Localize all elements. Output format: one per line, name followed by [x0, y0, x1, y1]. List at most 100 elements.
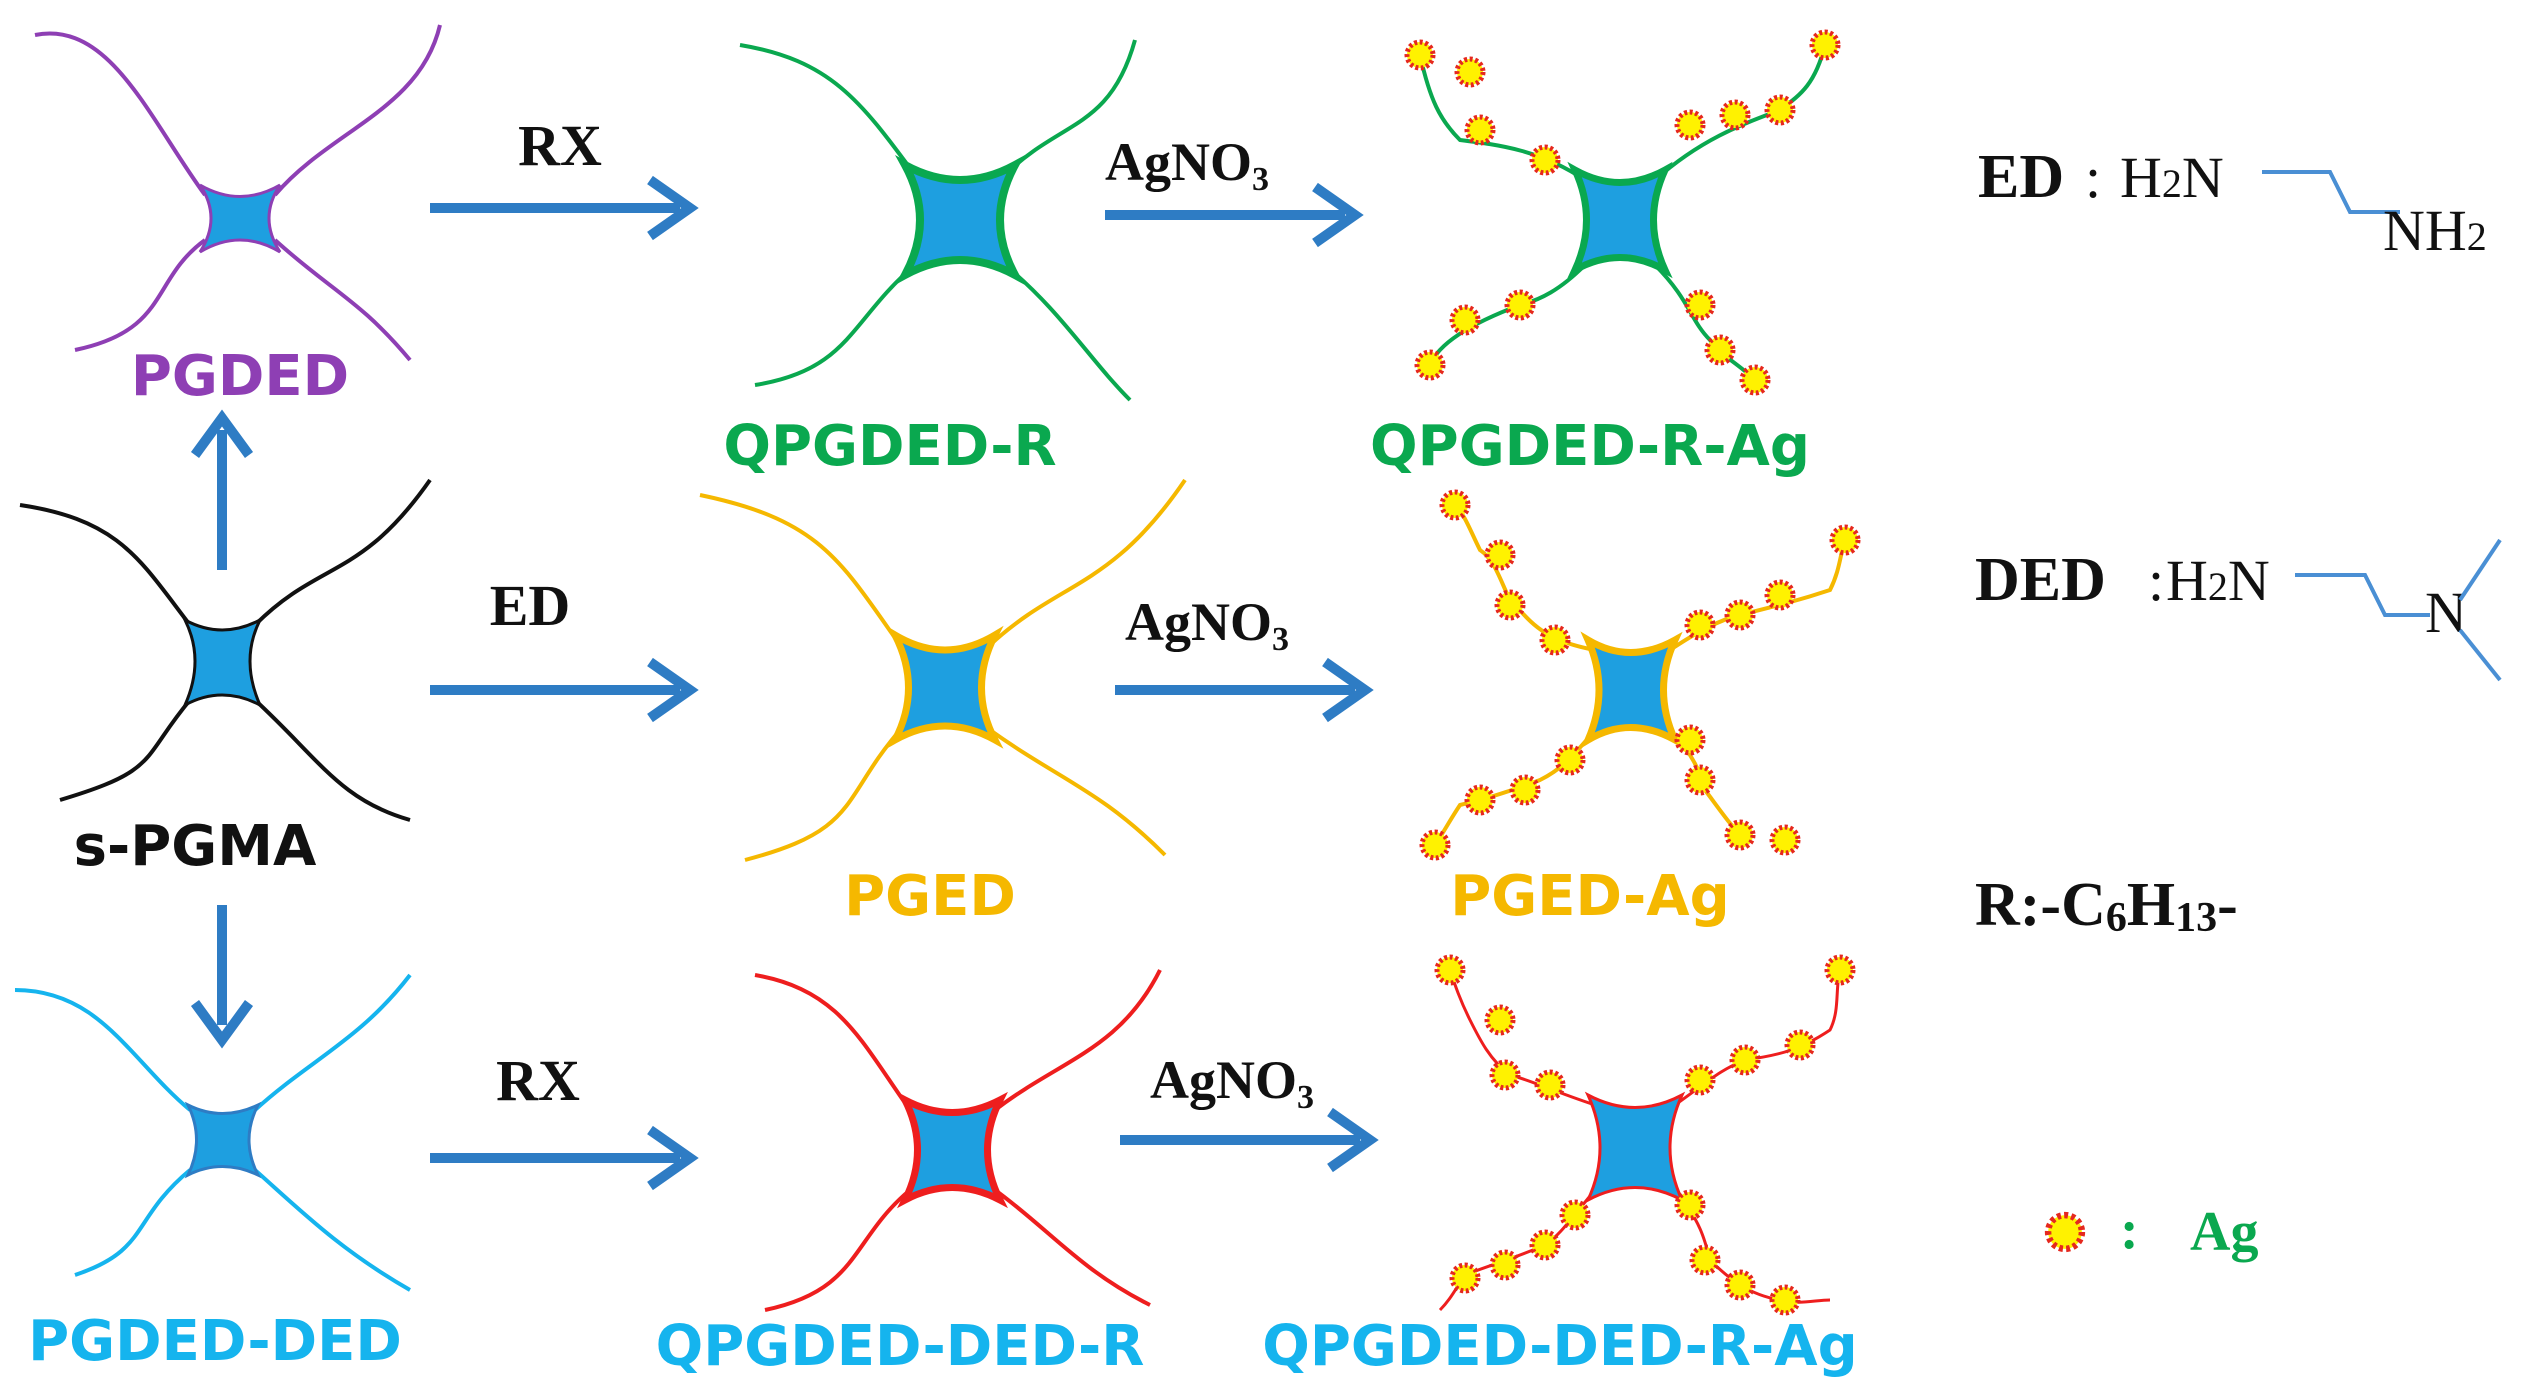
- ag-particle: [1727, 602, 1753, 628]
- qpgded-ded-r-polymer: [754, 969, 1162, 1312]
- ag-particle: [1467, 117, 1493, 143]
- ag-particle: [1722, 102, 1748, 128]
- ag-particle: [1832, 527, 1858, 553]
- legend-ed-nh2: NH2: [2383, 198, 2487, 263]
- ag-particle: [1407, 42, 1433, 68]
- ed-chain: [2262, 170, 2400, 214]
- legend-ag-text: Ag: [2190, 1201, 2258, 1263]
- arrow-up-to-pgded: [190, 409, 254, 570]
- ag-particle: [1512, 777, 1538, 803]
- ag-particle: [1767, 97, 1793, 123]
- reagent-agno3-mid: AgNO3: [1125, 592, 1289, 658]
- label-pgded-ded: PGDED-DED: [28, 1309, 402, 1374]
- ag-particle: [1492, 1252, 1518, 1278]
- pgded-ded-core: [184, 1101, 262, 1179]
- ag-particle: [1422, 832, 1448, 858]
- ag-particle: [1687, 767, 1713, 793]
- ag-particle: [1687, 1067, 1713, 1093]
- pgded-core: [198, 183, 282, 254]
- pged-ag-polymer: [1422, 492, 1858, 858]
- arrow-down-to-pgded-ded: [190, 905, 254, 1049]
- ag-particle: [1417, 352, 1443, 378]
- ag-particle: [1677, 1192, 1703, 1218]
- ag-particle: [1772, 827, 1798, 853]
- label-spgma: s-PGMA: [74, 814, 317, 879]
- ag-particle: [1467, 787, 1493, 813]
- qpgded-r-core: [894, 154, 1026, 286]
- ag-particle: [1437, 957, 1463, 983]
- label-qpgded-r: QPGDED-R: [723, 414, 1056, 479]
- ag-particle: [1677, 112, 1703, 138]
- label-qpgded-ded-r: QPGDED-DED-R: [656, 1314, 1145, 1379]
- arrow-agno3-bottom: [1120, 1107, 1379, 1173]
- arrow-rx-top: [430, 175, 699, 241]
- ag-particle: [1452, 1265, 1478, 1291]
- spgma-core: [181, 616, 264, 709]
- qpgded-r-ag-core: [1567, 161, 1673, 279]
- reagent-agno3-bottom: AgNO3: [1150, 1050, 1314, 1116]
- ag-particle: [1532, 147, 1558, 173]
- ag-particle: [1487, 542, 1513, 568]
- ag-particle: [1457, 59, 1483, 85]
- label-qpgded-r-ag: QPGDED-R-Ag: [1370, 414, 1810, 479]
- legend-ded: DED : H2N N: [1975, 538, 2502, 682]
- qpgded-ded-r-core: [896, 1091, 1008, 1209]
- ag-particle: [1537, 1072, 1563, 1098]
- arrow-ed-mid: [430, 657, 699, 723]
- legend-ed: ED : H2N NH2: [1978, 143, 2487, 263]
- ag-particle: [1442, 492, 1468, 518]
- spgma-polymer: [19, 478, 432, 822]
- ag-particle: [1507, 292, 1533, 318]
- ag-particle: [1772, 1287, 1798, 1313]
- ded-methyl-down: [2458, 628, 2502, 682]
- label-pgded: PGDED: [131, 344, 349, 409]
- pged-core: [886, 625, 1004, 749]
- ag-particle: [1827, 957, 1853, 983]
- legend-ded-n: N: [2425, 580, 2467, 645]
- ag-particle: [1707, 337, 1733, 363]
- ag-particle: [1492, 1062, 1518, 1088]
- ag-particle: [1787, 1032, 1813, 1058]
- ag-particle: [1742, 367, 1768, 393]
- ag-particle: [1542, 627, 1568, 653]
- legend-ded-key: DED: [1975, 546, 2106, 614]
- reagent-rx-bottom: RX: [496, 1048, 580, 1113]
- qpgded-ded-r-ag-core: [1584, 1091, 1686, 1204]
- pgded-polymer: [34, 24, 442, 362]
- ag-particle: [1732, 1047, 1758, 1073]
- ag-particle: [1562, 1202, 1588, 1228]
- pged-ag-core: [1580, 631, 1683, 749]
- ag-particle: [1692, 1247, 1718, 1273]
- ag-particle: [1727, 822, 1753, 848]
- arrow-agno3-top: [1105, 182, 1364, 248]
- ag-particle: [1557, 747, 1583, 773]
- reagent-rx-top: RX: [518, 113, 602, 178]
- ag-particle: [1727, 1272, 1753, 1298]
- ag-particle: [1812, 32, 1838, 58]
- label-qpgded-ded-r-ag: QPGDED-DED-R-Ag: [1262, 1314, 1857, 1379]
- arrow-rx-bottom: [430, 1125, 699, 1191]
- qpgded-r-ag-polymer: [1407, 32, 1838, 393]
- ded-methyl-up: [2458, 538, 2502, 602]
- ag-particle: [1452, 307, 1478, 333]
- ag-particle: [1687, 612, 1713, 638]
- legend-ed-sep: :: [2085, 145, 2101, 210]
- legend-r: R:-C6H13-: [1975, 871, 2238, 941]
- legend-ded-h2n: H2N: [2166, 548, 2270, 613]
- ag-particle: [1487, 1007, 1513, 1033]
- legend-ed-key: ED: [1978, 143, 2064, 211]
- label-pged: PGED: [844, 864, 1016, 929]
- qpgded-ded-r-ag-polymer: [1437, 957, 1853, 1313]
- ag-particle: [1532, 1232, 1558, 1258]
- pged-polymer: [699, 478, 1187, 862]
- ag-particle: [1677, 727, 1703, 753]
- legend-ed-h2n: H2N: [2120, 145, 2224, 210]
- ag-particle: [1687, 292, 1713, 318]
- ded-chain: [2295, 573, 2430, 617]
- qpgded-r-polymer: [739, 39, 1137, 402]
- legend-ag-sep: :: [2120, 1199, 2139, 1261]
- pgded-ded-polymer: [14, 973, 412, 1292]
- legend-ded-sep: :: [2148, 548, 2164, 613]
- ag-particle: [1767, 582, 1793, 608]
- reagent-ed-mid: ED: [490, 573, 571, 638]
